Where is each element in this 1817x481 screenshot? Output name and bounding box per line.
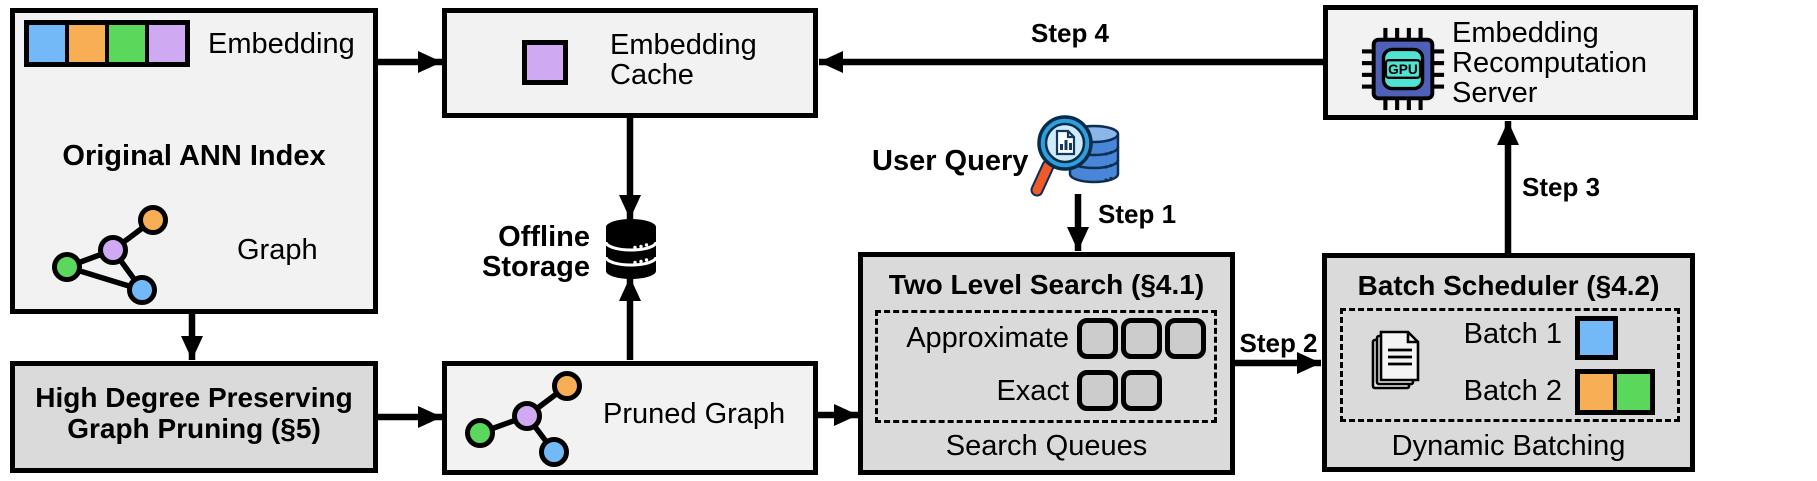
gpu-chip-icon: GPU [1361, 27, 1445, 111]
step3-label: Step 3 [1522, 172, 1601, 202]
embedding-label: Embedding [208, 28, 355, 60]
gpu-chip-label: GPU [1388, 62, 1418, 77]
two-level-search-title: Two Level Search (§4.1) [888, 269, 1205, 300]
dynamic-batching-dashed-box [1340, 308, 1680, 422]
queue-slot [1077, 370, 1118, 411]
query-search-icon [1030, 115, 1120, 197]
pruned-graph-icon [465, 371, 582, 467]
search-queues-caption: Search Queues [945, 430, 1148, 462]
batch2-cell-orange [1580, 374, 1613, 410]
embedding-vector-strip [24, 20, 190, 67]
embedding-cell-purple [149, 25, 185, 62]
step4-label: Step 4 [1030, 18, 1110, 48]
queue-slot [1121, 370, 1162, 411]
cached-embedding-square [522, 40, 568, 85]
queue-slot [1121, 318, 1162, 359]
graph-label: Graph [237, 234, 318, 266]
documents-icon [1371, 330, 1420, 390]
embedding-cell-orange [69, 25, 105, 62]
approximate-label: Approximate [906, 322, 1069, 354]
embedding-cache-title: Embedding Cache [610, 29, 757, 92]
search-queues-dashed-box [875, 310, 1217, 423]
graph-pruning-box: High Degree Preserving Graph Pruning (§5… [10, 361, 378, 473]
dynamic-batching-caption: Dynamic Batching [1391, 430, 1626, 462]
batch2-label: Batch 2 [1463, 375, 1562, 407]
recomputation-server-box: GPU Embedding Recomputation Server [1323, 5, 1698, 120]
database-icon [604, 219, 658, 279]
step2-label: Step 2 [1239, 328, 1318, 358]
batch-scheduler-title: Batch Scheduler (§4.2) [1357, 270, 1660, 301]
embedding-cache-box: Embedding Cache [442, 8, 818, 118]
batch2-strip [1575, 369, 1655, 415]
batch1-label: Batch 1 [1463, 318, 1562, 350]
batch-scheduler-box: Batch Scheduler (§4.2) Batch 1 Batch 2 D… [1322, 253, 1695, 472]
graph-icon [52, 205, 168, 305]
batch2-cell-green [1617, 374, 1650, 410]
embedding-cell-green [109, 25, 145, 62]
queue-slot [1077, 318, 1118, 359]
original-ann-index-box: Embedding Original ANN Index Graph [10, 8, 378, 314]
queue-slot [1165, 318, 1206, 359]
two-level-search-box: Two Level Search (§4.1) Approximate Exac… [858, 252, 1235, 475]
exact-queue-slots [1077, 370, 1162, 411]
embedding-cell-blue [29, 25, 65, 62]
exact-label: Exact [996, 375, 1069, 407]
batch1-square-blue [1575, 316, 1618, 360]
offline-storage-label: Offline Storage [482, 221, 590, 284]
recomputation-server-title: Embedding Recomputation Server [1452, 17, 1648, 109]
original-ann-index-title: Original ANN Index [62, 140, 326, 172]
approximate-queue-slots [1077, 318, 1206, 359]
pruned-graph-label: Pruned Graph [603, 398, 786, 430]
graph-pruning-title: High Degree Preserving Graph Pruning (§5… [35, 382, 353, 444]
step1-label: Step 1 [1098, 199, 1177, 229]
user-query-label: User Query [872, 145, 1029, 177]
pruned-graph-box: Pruned Graph [442, 361, 818, 475]
